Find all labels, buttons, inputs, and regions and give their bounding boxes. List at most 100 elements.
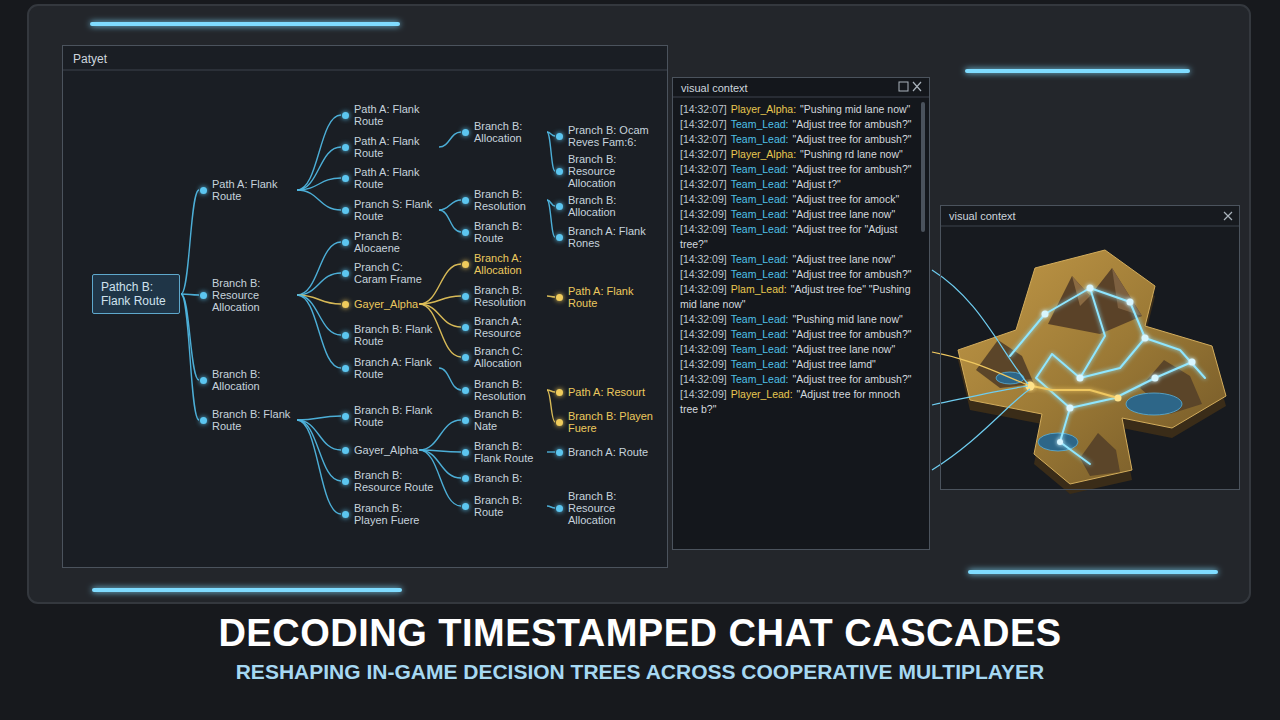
label-stack: Pathch B: Flank Route (101, 280, 171, 308)
chat-message: "Adjust tree for ambush?" (793, 268, 912, 280)
timestamp: [14:32:07] (680, 118, 727, 130)
timestamp: [14:32:09] (680, 373, 727, 385)
chat-message: "Pushing rd lane now" (800, 148, 903, 160)
panel-rule (940, 226, 1240, 227)
label-stack: Branch C: Allocation (474, 345, 546, 369)
chat-entry: [14:32:09]Team_Lead:"Adjust tree for amb… (680, 372, 920, 387)
node-dot (462, 129, 469, 136)
main-title: DECODING TIMESTAMPED CHAT CASCADES (0, 612, 1280, 655)
tree-connector (181, 294, 199, 295)
branch-label: Pathch B: Flank Route (101, 280, 171, 308)
chat-log: [14:32:07]Player_Alpha:"Pushing mid lane… (680, 102, 920, 417)
node-dot (342, 511, 349, 518)
label-stack: Branch B: Resource Allocation (568, 490, 660, 526)
tree-connector (297, 190, 341, 210)
tree-connector (419, 450, 461, 478)
branch-label: Branch B: Allocation (568, 194, 660, 218)
label-stack: Path A: Flank Route (354, 135, 438, 159)
close-icon (913, 82, 921, 91)
chat-message: "Pushing mid lane now" (800, 103, 910, 115)
node-dot (462, 261, 469, 268)
branch-node: Branch B: Playen Fuere (556, 410, 660, 434)
branch-label: Branch B: Allocation (474, 120, 546, 144)
tree-connector (297, 115, 341, 190)
node-dot (556, 294, 563, 301)
label-stack: Path A: Flank Route (354, 103, 438, 127)
node-dot (556, 449, 563, 456)
tree-connector (297, 420, 341, 514)
node-dot (556, 203, 563, 210)
node-dot (342, 365, 349, 372)
branch-node: Path A: Resourt (556, 386, 645, 398)
branch-label: Path A: Flank Route (568, 285, 660, 309)
branch-label: Branch B: Resource Allocation (212, 277, 296, 313)
label-stack: Branch B: Resource Allocation (212, 277, 296, 313)
player-name: Team_Lead: (731, 313, 789, 325)
subtitle: RESHAPING IN-GAME DECISION TREES ACROSS … (0, 660, 1280, 684)
scrollbar (921, 102, 925, 232)
branch-label: Branch A: Resource (474, 315, 546, 339)
chat-entry: [14:32:09]Team_Lead:"Adjust tree lane no… (680, 342, 920, 357)
chat-entry: [14:32:07]Player_Alpha:"Pushing mid lane… (680, 102, 920, 117)
label-stack: Branch B: Allocation (212, 368, 296, 392)
label-stack: Branch B: Flank Route (212, 408, 296, 432)
branch-label: Branch B: Allocation (212, 368, 296, 392)
node-dot (342, 270, 349, 277)
timestamp: [14:32:09] (680, 328, 727, 340)
timestamp: [14:32:09] (680, 193, 727, 205)
player-name: Team_Lead: (731, 358, 789, 370)
player-name: Team_Lead: (731, 373, 789, 385)
branch-label: Path A: Flank Route (212, 178, 296, 202)
label-stack: Branch B: Playen Fuere (568, 410, 660, 434)
panel-fill (672, 77, 930, 550)
node-dot (556, 168, 563, 175)
branch-label: Path A: Flank Route (354, 166, 438, 190)
node-dot (200, 417, 207, 424)
branch-node: Branch A: Resource (462, 315, 546, 339)
chat-message: "Adjust tree for ambush?" (793, 163, 912, 175)
timestamp: [14:32:07] (680, 133, 727, 145)
node-dot (462, 417, 469, 424)
branch-label: Branch B: Resource Route (354, 469, 438, 493)
branch-node: Pranch B: Ocam Reves Fam:6: (556, 124, 660, 148)
branch-node: Pranch C: Caram Frame (342, 261, 438, 285)
tree-connector (297, 416, 341, 420)
branch-label: Pranch B: Alocaene (354, 230, 438, 254)
tree-connector (547, 132, 555, 171)
chat-message: "Adjust tree lane now" (793, 253, 896, 265)
tree-connector (419, 264, 461, 304)
branch-label: Branch B: Playen Fuere (354, 502, 438, 526)
chat-message: "Adjust tree for amock" (793, 193, 900, 205)
branch-node: Branch B: Flank Route (200, 408, 296, 432)
label-stack: Branch B: Allocation (568, 194, 660, 218)
branch-node: Path A: Flank Route (342, 103, 438, 127)
branch-label: Branch B: Flank Route (354, 323, 438, 347)
panel-heading: visual context (941, 206, 1239, 226)
node-dot (556, 133, 563, 140)
branch-label: Path A: Resourt (568, 386, 645, 398)
chat-entry: [14:32:07]Team_Lead:"Adjust tree for amb… (680, 132, 920, 147)
close-icon (1224, 212, 1232, 220)
label-stack: Branch A: Flank Rones (568, 225, 660, 249)
chat-message: "Adjust tree for ambush?" (793, 133, 912, 145)
node-dot (342, 301, 349, 308)
label-stack: Gayer_Alpha (354, 444, 418, 456)
label-stack: Branch B: Playen Fuere (354, 502, 438, 526)
node-dot (342, 239, 349, 246)
node-dot (462, 324, 469, 331)
glow-bar (92, 588, 402, 592)
chat-message: "Adjust tree lamd" (793, 358, 876, 370)
branch-label: Branch B: Resource Allocation (568, 153, 660, 189)
label-stack: Branch B: (474, 472, 522, 484)
branch-node: Gayer_Alpha (342, 298, 418, 310)
tree-connector (547, 200, 555, 237)
terrain-map (958, 250, 1226, 494)
timestamp: [14:32:09] (680, 208, 727, 220)
player-name: Player_Lead: (731, 388, 793, 400)
branch-node: Branch C: Allocation (462, 345, 546, 369)
timestamp: [14:32:09] (680, 268, 727, 280)
branch-label: Branch B: Flank Route (354, 404, 438, 428)
tree-connector (547, 296, 555, 297)
node-dot (462, 503, 469, 510)
